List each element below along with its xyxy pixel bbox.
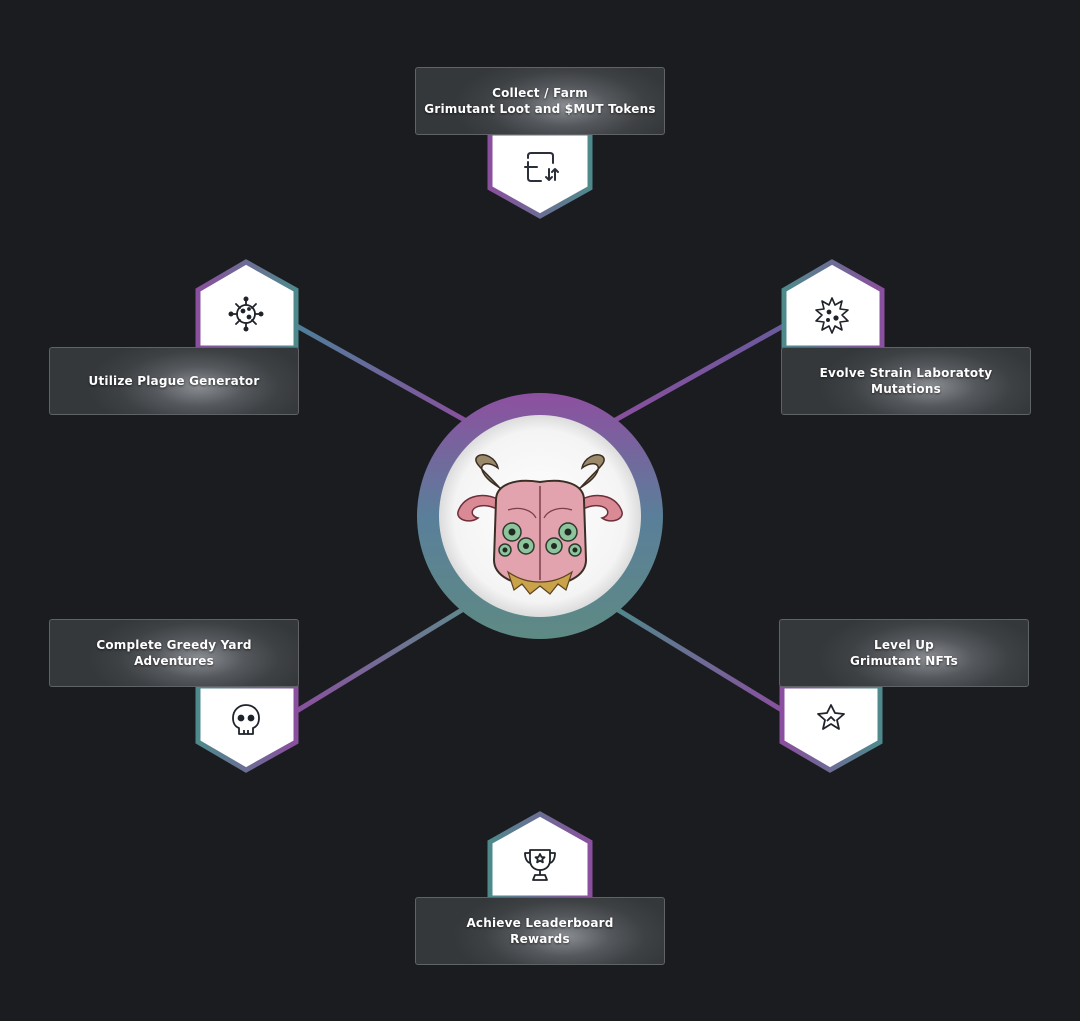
label-leader-line2: Rewards: [510, 932, 570, 946]
hex-node-level[interactable]: [779, 683, 883, 773]
hex-node-plague[interactable]: [195, 259, 299, 351]
label-evolve-strain: Evolve Strain Laboratoty Mutations: [781, 347, 1031, 415]
label-greedy-yard: Complete Greedy Yard Adventures: [49, 619, 299, 687]
label-leader-line1: Achieve Leaderboard: [466, 916, 614, 930]
label-collect-farm: Collect / Farm Grimutant Loot and $MUT T…: [415, 67, 665, 135]
label-collect-line1: Collect / Farm: [492, 86, 588, 100]
virus-icon: [228, 296, 264, 332]
connector-line-bottom-left: [293, 602, 472, 715]
trophy-icon: [524, 849, 556, 881]
connector-line-top-right: [608, 322, 787, 426]
hex-node-collect[interactable]: [487, 130, 593, 219]
grimutant-mascot-icon: [457, 454, 623, 595]
label-plague-line1: Utilize Plague Generator: [88, 374, 260, 388]
hex-node-evolve[interactable]: [781, 259, 885, 351]
token-swap-icon: [524, 152, 559, 182]
label-plague-generator: Utilize Plague Generator: [49, 347, 299, 415]
label-level-line1: Level Up: [874, 638, 934, 652]
label-evolve-line2: Mutations: [871, 382, 941, 396]
label-collect-line2: Grimutant Loot and $MUT Tokens: [424, 102, 656, 116]
spiky-germ-icon: [815, 297, 849, 334]
connector-line-bottom-right: [608, 602, 787, 715]
connector-line-top-left: [293, 322, 472, 426]
label-leaderboard: Achieve Leaderboard Rewards: [415, 897, 665, 965]
label-evolve-line1: Evolve Strain Laboratoty: [819, 366, 993, 380]
label-level-line2: Grimutant NFTs: [850, 654, 958, 668]
label-level-up: Level Up Grimutant NFTs: [779, 619, 1029, 687]
label-greedy-line1: Complete Greedy Yard: [96, 638, 252, 652]
hex-node-leader[interactable]: [487, 811, 593, 901]
label-greedy-line2: Adventures: [134, 654, 214, 668]
star-badge-icon: [817, 704, 845, 730]
skull-icon: [232, 704, 260, 735]
hex-node-greedy[interactable]: [195, 683, 299, 773]
